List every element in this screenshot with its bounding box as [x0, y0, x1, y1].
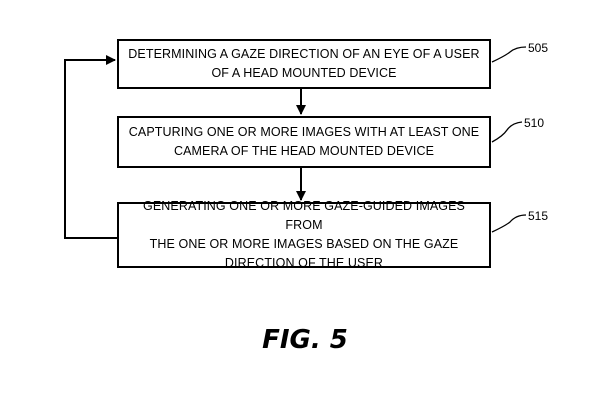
step-text-line: DIRECTION OF THE USER [224, 256, 384, 270]
ref-leader-510 [491, 121, 523, 143]
step-box-capture-images: CAPTURING ONE OR MORE IMAGES WITH AT LEA… [117, 116, 491, 168]
step-text-line: CAPTURING ONE OR MORE IMAGES WITH AT LEA… [128, 125, 480, 139]
step-box-determine-gaze: DETERMINING A GAZE DIRECTION OF AN EYE O… [117, 39, 491, 89]
step-text-line: GENERATING ONE OR MORE GAZE-GUIDED IMAGE… [143, 199, 465, 232]
step-text-line: THE ONE OR MORE IMAGES BASED ON THE GAZE [149, 237, 459, 251]
step-text: GENERATING ONE OR MORE GAZE-GUIDED IMAGE… [125, 197, 483, 273]
step-text-line: DETERMINING A GAZE DIRECTION OF AN EYE O… [128, 47, 480, 61]
figure-label: FIG. 5 [262, 325, 348, 355]
ref-number-515: 515 [528, 209, 549, 223]
ref-number-510: 510 [524, 116, 545, 130]
feedback-loop-arrow [64, 55, 117, 239]
ref-leader-505 [491, 46, 527, 63]
step-box-generate-gaze-guided-images: GENERATING ONE OR MORE GAZE-GUIDED IMAGE… [117, 199, 491, 270]
step-text-line: CAMERA OF THE HEAD MOUNTED DEVICE [173, 144, 435, 158]
step-text-line: OF A HEAD MOUNTED DEVICE [211, 66, 397, 80]
step-text: CAPTURING ONE OR MORE IMAGES WITH AT LEA… [129, 123, 479, 161]
ref-number-505: 505 [528, 41, 549, 55]
step-text: DETERMINING A GAZE DIRECTION OF AN EYE O… [128, 45, 479, 83]
ref-leader-515 [491, 214, 527, 233]
